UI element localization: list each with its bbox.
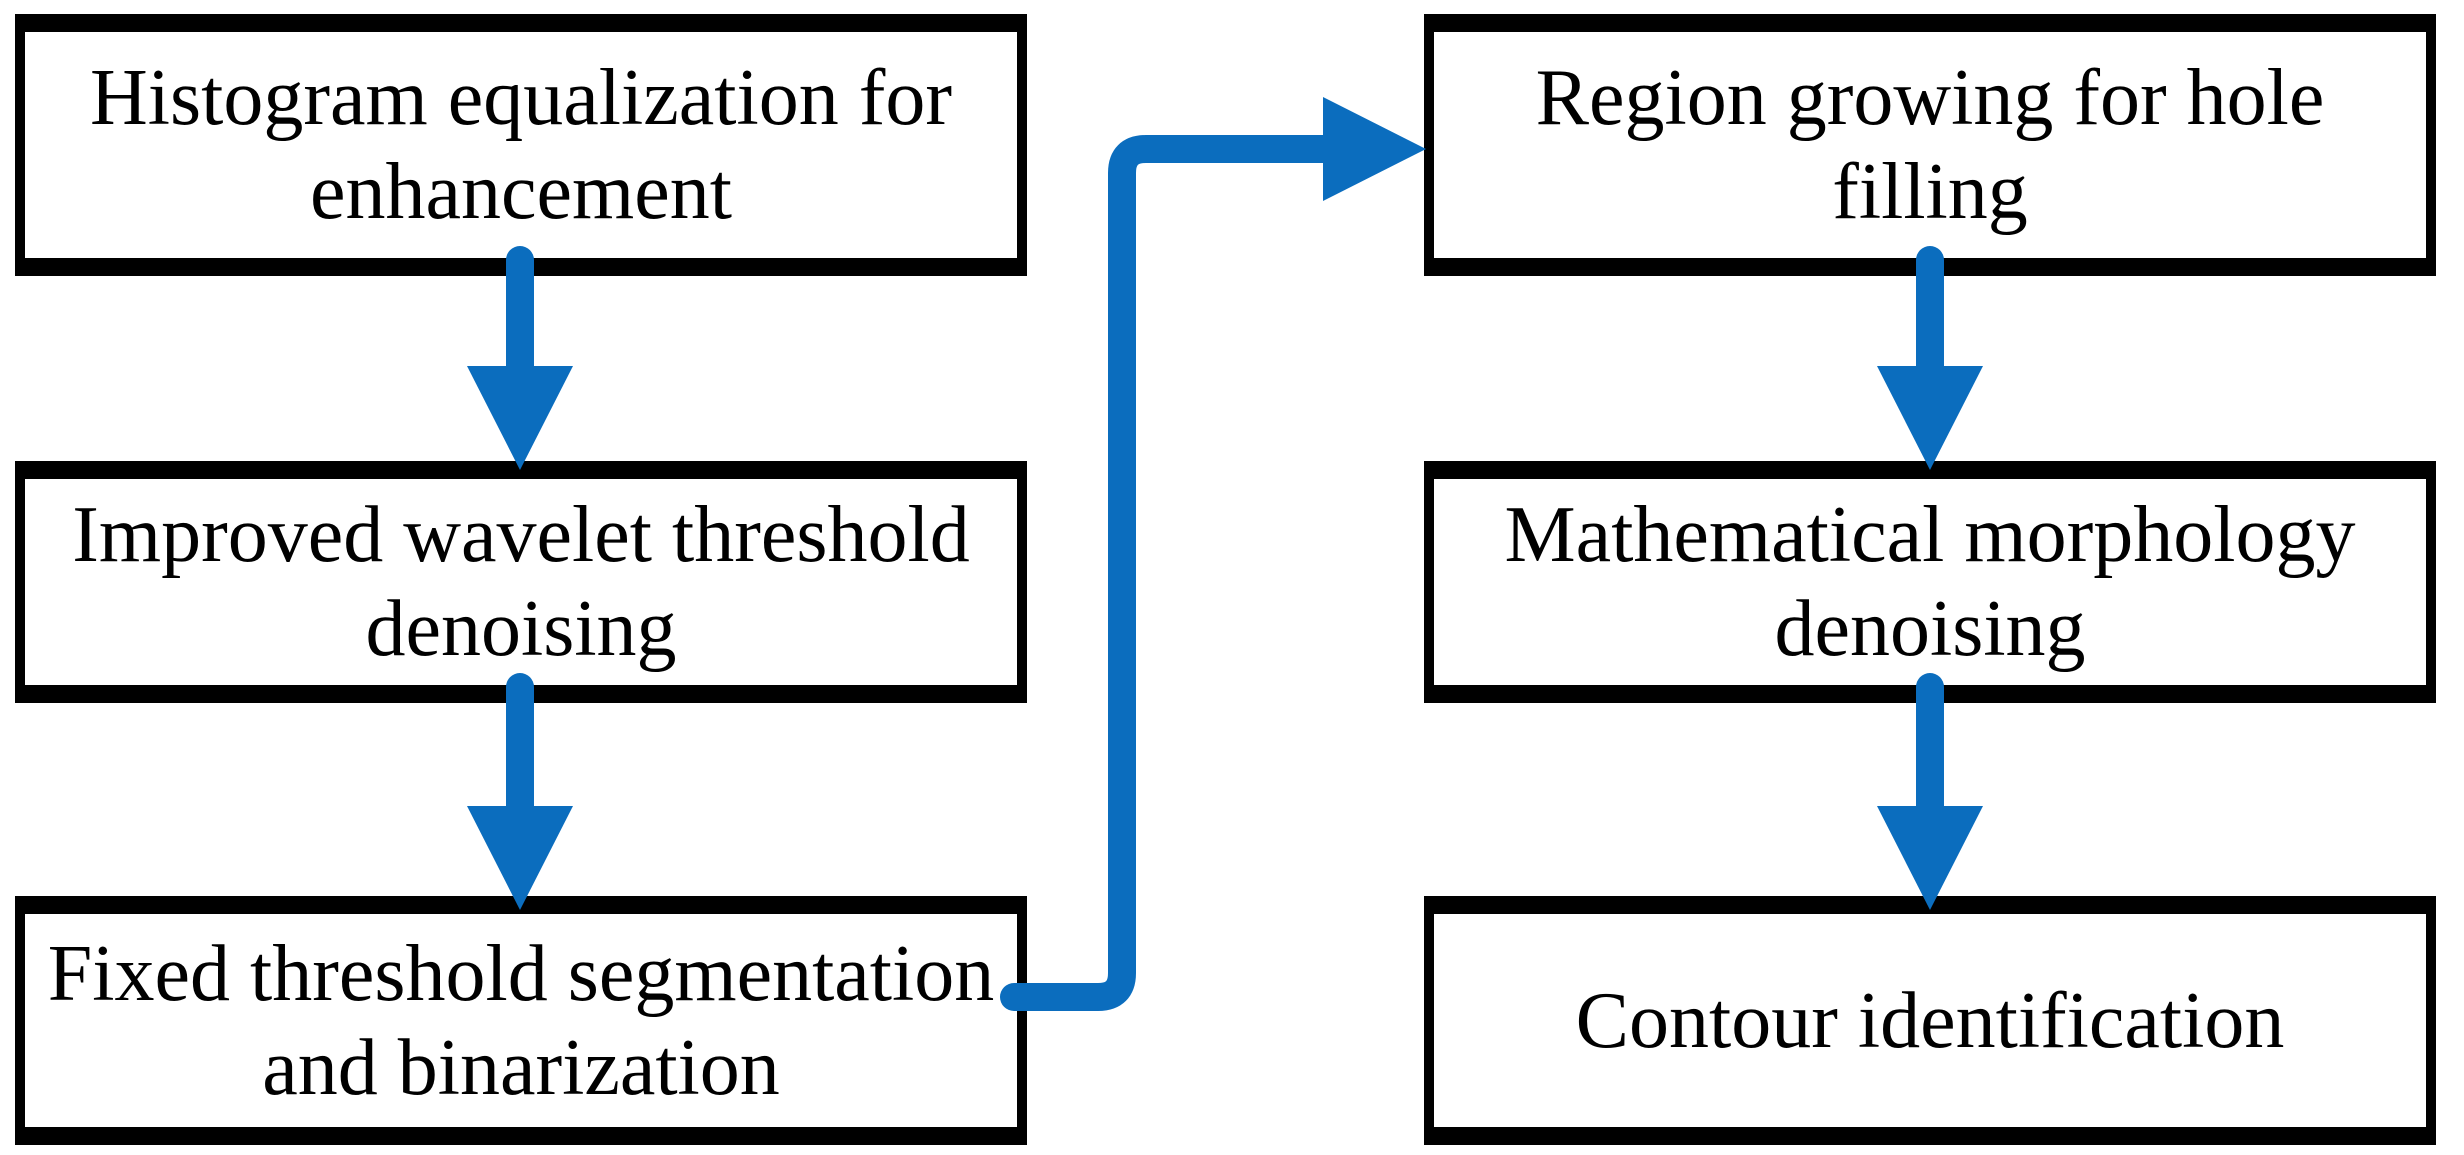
flow-box-line: Histogram equalization for (90, 54, 952, 142)
flow-box-line: Region growing for hole (1535, 54, 2325, 142)
arrow-head (467, 806, 573, 910)
flow-box-threshold-segmentation: Fixed threshold segmentation and binariz… (15, 896, 1027, 1145)
flow-box-line: and binarization (262, 1023, 780, 1112)
arrow-down-icon (467, 246, 573, 470)
flow-box-contour-identification: Contour identification (1424, 896, 2436, 1145)
flow-box-line: Contour identification (1575, 976, 2285, 1065)
flow-box-wavelet-denoising: Improved wavelet threshold denoising (15, 461, 1027, 703)
elbow-arrow-line (1000, 135, 1340, 1011)
elbow-arrow-right-icon (1000, 97, 1426, 1011)
flow-box-line: Fixed threshold segmentation (47, 929, 995, 1018)
arrow-down-icon (467, 673, 573, 910)
arrow-head (467, 366, 573, 470)
flow-box-line: denoising (1774, 585, 2086, 673)
flow-box-line: Improved wavelet threshold (72, 491, 970, 579)
flow-box-line: denoising (365, 585, 677, 673)
flow-box-line: enhancement (310, 148, 732, 236)
flow-box-region-growing: Region growing for hole filling (1424, 14, 2436, 276)
arrow-down-icon (1877, 246, 1983, 470)
arrow-down-icon (1877, 673, 1983, 910)
arrow-head (1877, 366, 1983, 470)
flow-box-line: Mathematical morphology (1504, 491, 2356, 579)
flow-box-morphology-denoising: Mathematical morphology denoising (1424, 461, 2436, 703)
flow-box-line: filling (1832, 148, 2028, 236)
arrow-head (1877, 806, 1983, 910)
flow-box-histogram-equalization: Histogram equalization for enhancement (15, 14, 1027, 276)
arrow-head (1323, 97, 1426, 201)
